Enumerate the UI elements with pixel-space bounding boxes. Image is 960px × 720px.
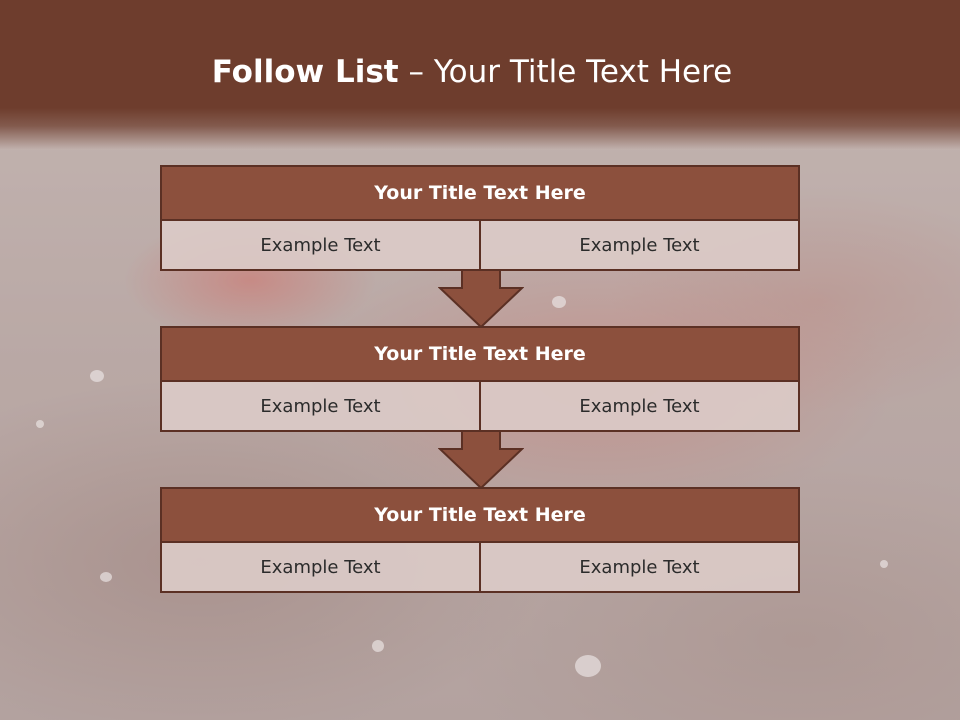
salt-speck — [575, 655, 601, 677]
title-bar: Follow List – Your Title Text Here — [0, 0, 960, 150]
block-title: Your Title Text Here — [160, 326, 800, 382]
slide-title-rest: – Your Title Text Here — [408, 54, 733, 90]
salt-speck — [372, 640, 384, 652]
block-cell-left: Example Text — [160, 382, 481, 432]
list-block-3: Your Title Text Here Example Text Exampl… — [160, 487, 800, 593]
block-title: Your Title Text Here — [160, 165, 800, 221]
salt-speck — [90, 370, 104, 382]
block-title: Your Title Text Here — [160, 487, 800, 543]
down-arrow-icon — [438, 431, 524, 489]
list-block-1: Your Title Text Here Example Text Exampl… — [160, 165, 800, 271]
slide-title: Follow List – Your Title Text Here — [0, 54, 944, 90]
block-cell-right: Example Text — [481, 221, 800, 271]
salt-speck — [36, 420, 44, 428]
block-row: Example Text Example Text — [160, 221, 800, 271]
salt-speck — [880, 560, 888, 568]
down-arrow-icon — [438, 270, 524, 328]
list-block-2: Your Title Text Here Example Text Exampl… — [160, 326, 800, 432]
block-cell-right: Example Text — [481, 382, 800, 432]
block-row: Example Text Example Text — [160, 543, 800, 593]
salt-speck — [552, 296, 566, 308]
block-cell-left: Example Text — [160, 221, 481, 271]
salt-speck — [100, 572, 112, 582]
block-cell-left: Example Text — [160, 543, 481, 593]
block-row: Example Text Example Text — [160, 382, 800, 432]
block-cell-right: Example Text — [481, 543, 800, 593]
slide-title-bold: Follow List — [211, 54, 399, 90]
